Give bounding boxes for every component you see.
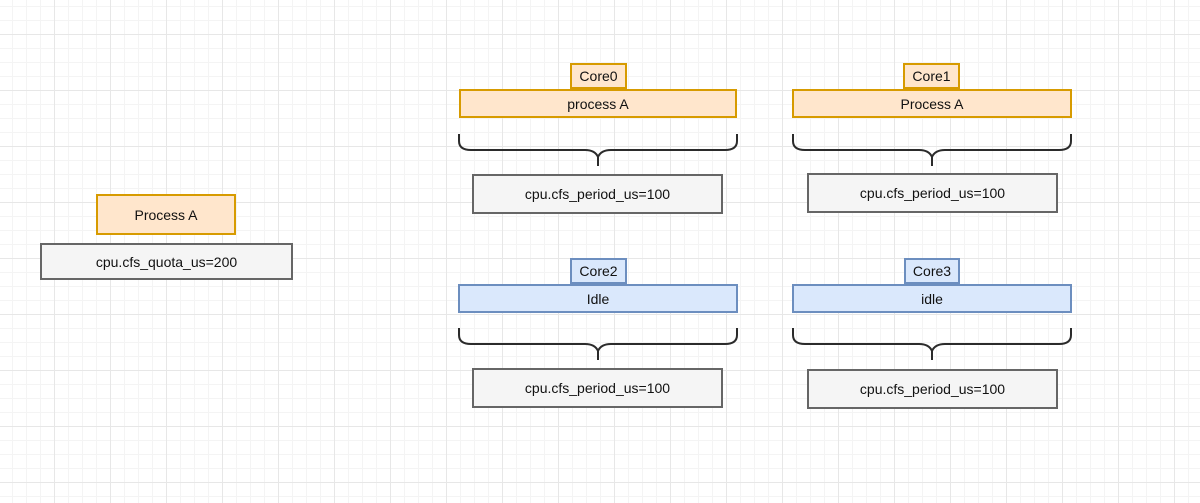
core0-task-bar: process A [459, 89, 737, 118]
core1-label: Core1 [903, 63, 960, 89]
core3-task-bar: idle [792, 284, 1072, 313]
core0-period-box: cpu.cfs_period_us=100 [472, 174, 723, 214]
core3-label: Core3 [904, 258, 960, 284]
core3-period-box: cpu.cfs_period_us=100 [807, 369, 1058, 409]
core2-task-bar: Idle [458, 284, 738, 313]
core2-curly-brace [458, 328, 738, 360]
core1-curly-brace [792, 134, 1072, 166]
core1-period-box: cpu.cfs_period_us=100 [807, 173, 1058, 213]
cfs-quota-box: cpu.cfs_quota_us=200 [40, 243, 293, 280]
core2-period-box: cpu.cfs_period_us=100 [472, 368, 723, 408]
core0-curly-brace [458, 134, 738, 166]
process-a-node: Process A [96, 194, 236, 235]
core2-label: Core2 [570, 258, 627, 284]
core0-label: Core0 [570, 63, 627, 89]
core1-task-bar: Process A [792, 89, 1072, 118]
core3-curly-brace [792, 328, 1072, 360]
